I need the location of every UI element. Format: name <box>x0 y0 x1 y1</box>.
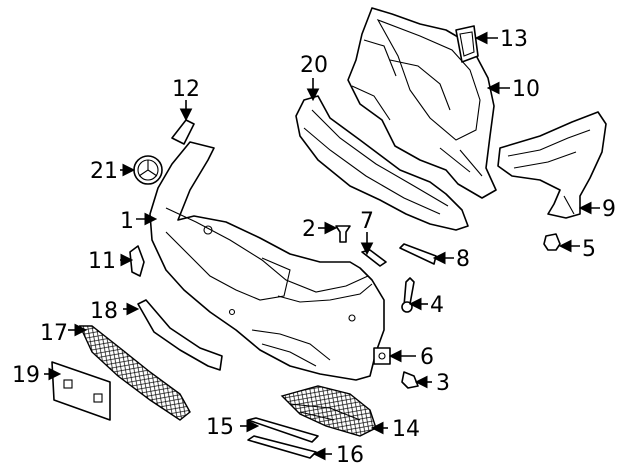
callout-6: 6 <box>420 345 434 370</box>
callout-14: 14 <box>392 417 420 442</box>
part-6-nut-plate <box>373 347 391 365</box>
callout-9: 9 <box>602 197 616 222</box>
part-1-bumper-cover <box>149 141 385 381</box>
callout-3: 3 <box>436 371 450 396</box>
callout-16: 16 <box>336 443 364 468</box>
part-10-grille-carrier <box>347 7 497 199</box>
part-19-plate-bracket <box>51 361 111 421</box>
callout-17: 17 <box>40 321 68 346</box>
callout-5: 5 <box>582 237 596 262</box>
part-11-side-marker <box>129 245 145 277</box>
part-20-impact-absorber <box>295 95 469 231</box>
callout-1: 1 <box>120 209 134 234</box>
part-21-emblem <box>133 155 163 185</box>
part-12-bracket <box>171 119 195 145</box>
callout-11: 11 <box>88 249 116 274</box>
part-17-grille-mesh <box>78 325 191 421</box>
callout-19: 19 <box>12 363 40 388</box>
callout-13: 13 <box>500 27 528 52</box>
part-15-trim-strip <box>247 417 319 443</box>
callout-10: 10 <box>512 77 540 102</box>
callout-15: 15 <box>206 415 234 440</box>
leader-lines <box>44 31 600 461</box>
part-13-cover <box>455 25 479 63</box>
part-2-clip <box>335 225 351 243</box>
part-8-molding <box>399 243 437 265</box>
part-18-trim-strip <box>137 299 223 371</box>
callout-12: 12 <box>172 77 200 102</box>
callout-20: 20 <box>300 53 328 78</box>
part-3-bolt <box>401 371 419 389</box>
callout-4: 4 <box>430 293 444 318</box>
part-7-molding <box>361 249 387 267</box>
part-9-side-bracket <box>497 111 607 219</box>
callout-18: 18 <box>90 299 118 324</box>
part-4-screw <box>401 277 415 313</box>
callout-8: 8 <box>456 247 470 272</box>
part-14-fog-grille <box>280 385 377 437</box>
callout-7: 7 <box>360 209 374 234</box>
callout-2: 2 <box>302 217 316 242</box>
part-5-nut <box>543 233 561 251</box>
callout-21: 21 <box>90 159 118 184</box>
